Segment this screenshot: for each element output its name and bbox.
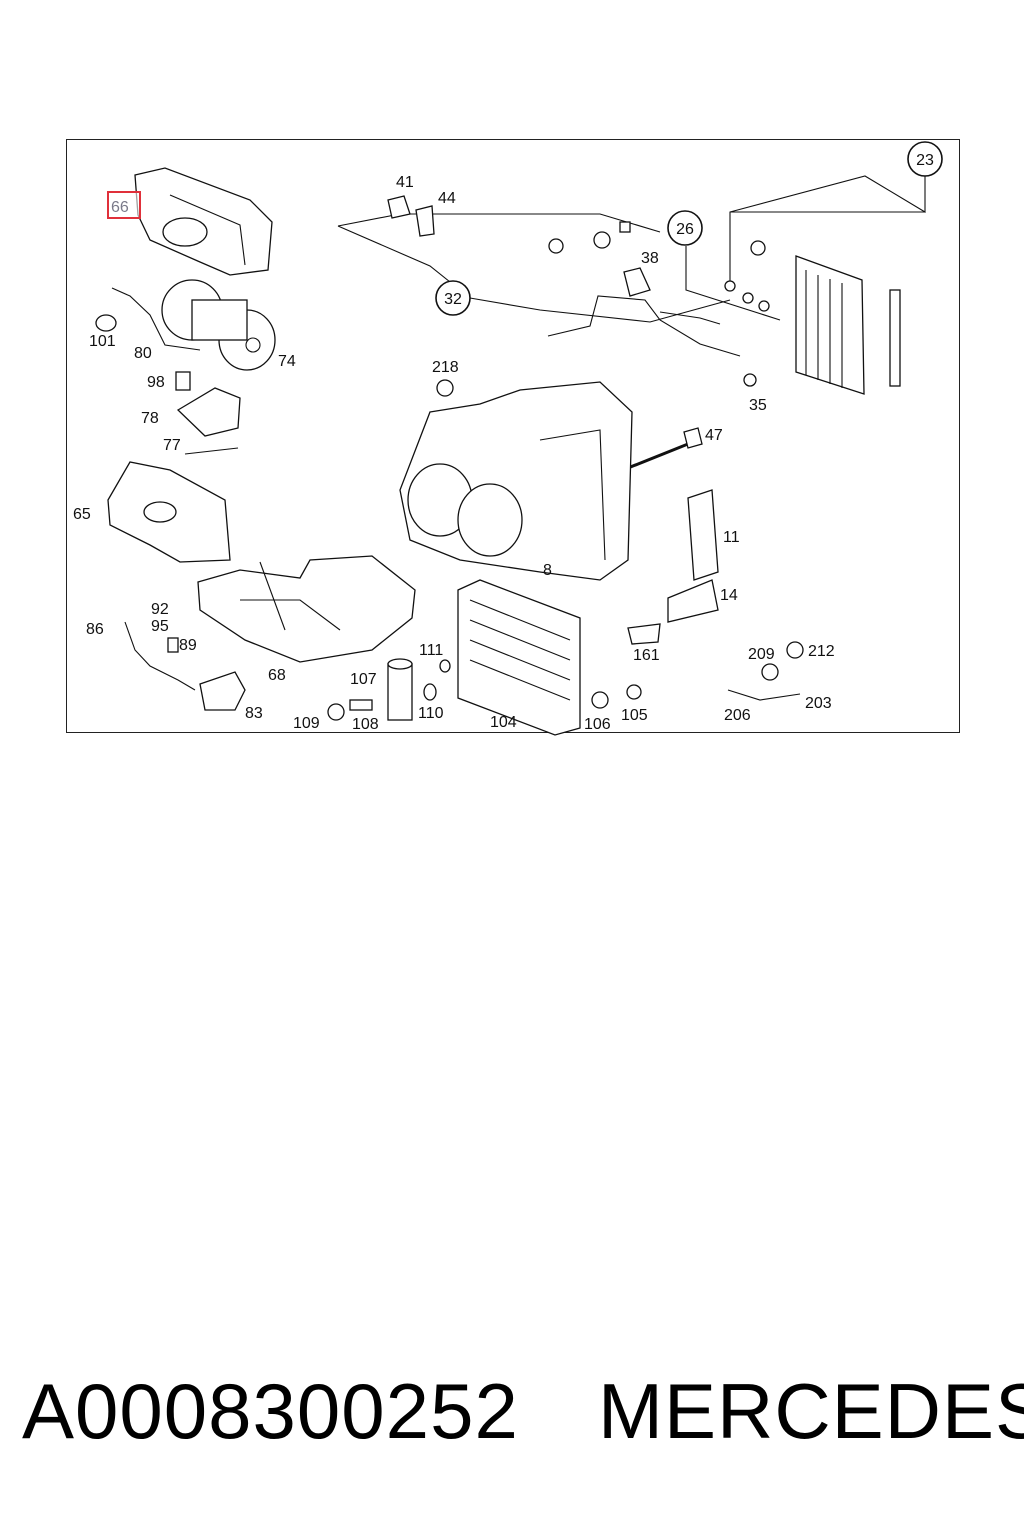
part-number: A0008300252 xyxy=(22,1367,519,1455)
label-209: 209 xyxy=(748,646,775,663)
label-109: 109 xyxy=(293,715,320,732)
highlighted-part-box[interactable] xyxy=(107,191,141,219)
label-106: 106 xyxy=(584,716,611,733)
label-47: 47 xyxy=(705,427,723,444)
brand-name: MERCEDES xyxy=(598,1367,1024,1455)
label-80: 80 xyxy=(134,345,152,362)
label-89: 89 xyxy=(179,637,197,654)
label-101: 101 xyxy=(89,333,116,350)
label-74: 74 xyxy=(278,353,296,370)
label-78: 78 xyxy=(141,410,159,427)
label-8: 8 xyxy=(543,562,552,579)
small-fittings-top xyxy=(387,195,770,449)
part-labels: 41 44 38 35 101 80 74 98 78 77 218 47 65… xyxy=(73,174,835,733)
bracket-203-shape xyxy=(727,641,804,701)
label-110: 110 xyxy=(418,705,444,722)
heater-core-104-shape xyxy=(457,579,581,736)
label-161: 161 xyxy=(633,647,660,664)
highlighted-part-label: 66 xyxy=(111,199,129,216)
label-104: 104 xyxy=(490,714,517,731)
label-41: 41 xyxy=(396,174,414,191)
label-212: 212 xyxy=(808,643,835,660)
callout-32-label: 32 xyxy=(444,291,462,308)
label-77: 77 xyxy=(163,437,181,454)
label-83: 83 xyxy=(245,705,263,722)
callout-32: 32 xyxy=(435,280,471,316)
duct-66-shape xyxy=(134,167,273,276)
label-206: 206 xyxy=(724,707,751,724)
label-14: 14 xyxy=(720,587,738,604)
heater-box-8-shape xyxy=(399,381,633,581)
label-68: 68 xyxy=(268,667,286,684)
callout-23: 23 xyxy=(907,141,943,177)
label-111: 111 xyxy=(419,642,443,659)
small-parts-left xyxy=(95,287,241,455)
label-107: 107 xyxy=(350,671,377,688)
housing-68-shape xyxy=(197,555,416,663)
flap-plates xyxy=(627,489,719,645)
pipes-shape xyxy=(547,267,757,387)
blower-motor-74-shape xyxy=(161,279,276,371)
label-44: 44 xyxy=(438,190,456,207)
valve-107-shape xyxy=(327,658,642,721)
label-203: 203 xyxy=(805,695,832,712)
wire-86-83-shape xyxy=(124,621,246,711)
label-65: 65 xyxy=(73,506,91,523)
label-218: 218 xyxy=(432,359,459,376)
label-105: 105 xyxy=(621,707,648,724)
radiator-23-shape xyxy=(795,255,901,395)
callout-26: 26 xyxy=(667,210,703,246)
callout-23-label: 23 xyxy=(916,152,934,169)
label-108: 108 xyxy=(352,716,379,733)
label-86: 86 xyxy=(86,621,104,638)
label-38: 38 xyxy=(641,250,659,267)
callout-26-label: 26 xyxy=(676,221,694,238)
label-98: 98 xyxy=(147,374,165,391)
label-95: 95 xyxy=(151,618,169,635)
duct-65-shape xyxy=(107,461,231,563)
label-35: 35 xyxy=(749,397,767,414)
label-11: 11 xyxy=(723,529,740,546)
label-92: 92 xyxy=(151,601,169,618)
